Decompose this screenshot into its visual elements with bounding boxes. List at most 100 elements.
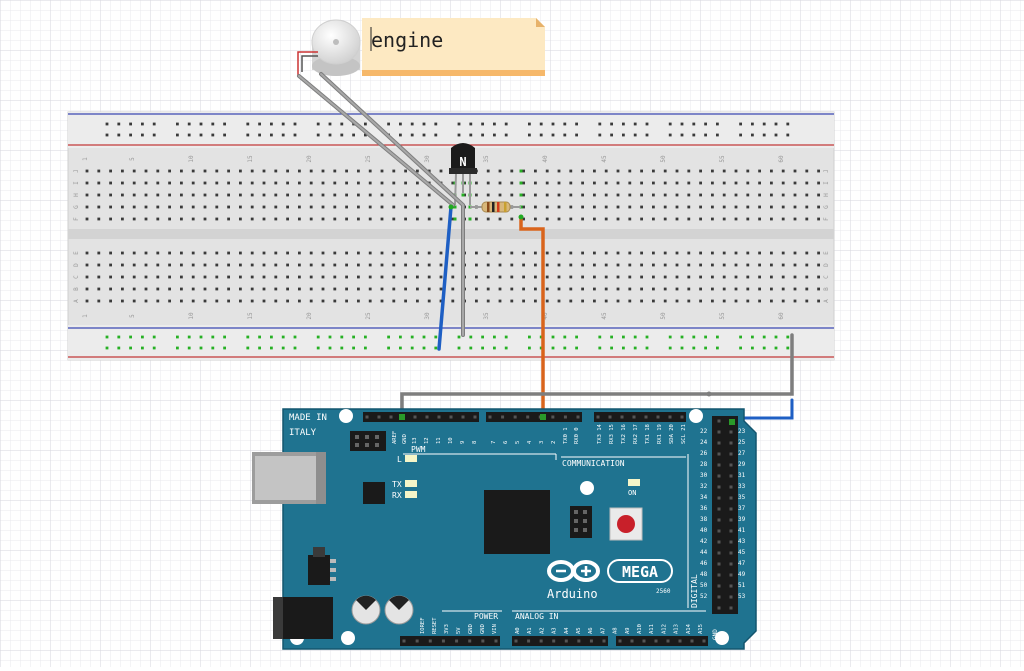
breadboard-hole[interactable]	[180, 251, 183, 255]
breadboard-hole[interactable]	[215, 275, 219, 279]
rail-hole[interactable]	[680, 133, 684, 137]
breadboard-hole[interactable]	[805, 181, 809, 185]
header-pin[interactable]	[618, 639, 622, 643]
breadboard-hole[interactable]	[486, 299, 490, 303]
breadboard-hole[interactable]	[191, 181, 195, 185]
header-pin[interactable]	[729, 474, 733, 478]
header-pin[interactable]	[717, 419, 721, 423]
breadboard-hole[interactable]	[392, 251, 396, 255]
rail-hole[interactable]	[199, 133, 203, 137]
breadboard-hole[interactable]	[628, 217, 632, 221]
breadboard-hole[interactable]	[781, 169, 785, 173]
breadboard-hole[interactable]	[581, 263, 584, 267]
breadboard-hole[interactable]	[722, 299, 726, 303]
breadboard-hole[interactable]	[121, 251, 124, 255]
breadboard-hole[interactable]	[652, 169, 655, 173]
breadboard-hole[interactable]	[711, 275, 714, 279]
breadboard-hole[interactable]	[215, 193, 219, 197]
breadboard-hole[interactable]	[593, 205, 596, 209]
breadboard-hole[interactable]	[333, 181, 337, 185]
rail-hole[interactable]	[774, 335, 778, 339]
breadboard-hole[interactable]	[781, 205, 785, 209]
breadboard-hole[interactable]	[817, 299, 820, 303]
breadboard-hole[interactable]	[85, 287, 89, 291]
breadboard-hole[interactable]	[203, 251, 207, 255]
breadboard-hole[interactable]	[191, 299, 195, 303]
header-pin[interactable]	[729, 573, 733, 577]
breadboard-hole[interactable]	[534, 193, 537, 197]
arduino-mega[interactable]: MADE IN ITALY L TX	[252, 408, 757, 650]
breadboard-hole[interactable]	[85, 217, 89, 221]
breadboard-hole[interactable]	[416, 169, 419, 173]
breadboard-hole[interactable]	[298, 251, 301, 255]
rail-hole[interactable]	[692, 335, 696, 339]
rail-hole[interactable]	[680, 346, 684, 350]
breadboard-hole[interactable]	[581, 275, 584, 279]
header-pin[interactable]	[377, 415, 381, 419]
rail-hole[interactable]	[610, 335, 613, 339]
header-pin[interactable]	[717, 485, 721, 489]
breadboard-hole[interactable]	[262, 193, 266, 197]
header-pin[interactable]	[642, 639, 646, 643]
rail-hole[interactable]	[493, 335, 496, 339]
breadboard-hole[interactable]	[593, 299, 596, 303]
header-pin[interactable]	[539, 639, 543, 643]
breadboard-hole[interactable]	[734, 217, 738, 221]
breadboard-hole[interactable]	[85, 193, 89, 197]
breadboard-hole[interactable]	[663, 217, 667, 221]
breadboard-hole[interactable]	[569, 193, 573, 197]
breadboard-hole[interactable]	[309, 299, 313, 303]
header-pin[interactable]	[729, 540, 733, 544]
rail-hole[interactable]	[211, 133, 215, 137]
breadboard-hole[interactable]	[156, 287, 160, 291]
header-pin[interactable]	[690, 639, 694, 643]
breadboard-hole[interactable]	[132, 299, 136, 303]
breadboard-hole[interactable]	[663, 181, 667, 185]
rail-hole[interactable]	[481, 335, 484, 339]
breadboard-hole[interactable]	[274, 193, 278, 197]
breadboard-hole[interactable]	[545, 205, 549, 209]
rail-hole[interactable]	[117, 133, 121, 137]
breadboard-hole[interactable]	[286, 181, 289, 185]
breadboard-hole[interactable]	[522, 217, 525, 221]
breadboard-hole[interactable]	[380, 181, 384, 185]
breadboard-hole[interactable]	[616, 299, 620, 303]
breadboard-hole[interactable]	[239, 181, 242, 185]
breadboard-hole[interactable]	[663, 251, 667, 255]
breadboard-hole[interactable]	[817, 287, 820, 291]
breadboard-hole[interactable]	[368, 181, 372, 185]
header-pin[interactable]	[608, 415, 612, 419]
header-pin[interactable]	[461, 415, 465, 419]
breadboard-hole[interactable]	[380, 263, 384, 267]
header-pin[interactable]	[564, 639, 568, 643]
breadboard-hole[interactable]	[168, 169, 171, 173]
breadboard-hole[interactable]	[793, 263, 797, 267]
breadboard-hole[interactable]	[309, 193, 313, 197]
rail-hole[interactable]	[539, 346, 543, 350]
breadboard-hole[interactable]	[687, 299, 691, 303]
breadboard-hole[interactable]	[357, 287, 360, 291]
breadboard-hole[interactable]	[132, 275, 136, 279]
rail-hole[interactable]	[152, 346, 156, 350]
breadboard-hole[interactable]	[557, 251, 561, 255]
breadboard-hole[interactable]	[215, 287, 219, 291]
breadboard-hole[interactable]	[168, 217, 171, 221]
breadboard-hole[interactable]	[144, 169, 148, 173]
breadboard-hole[interactable]	[475, 299, 478, 303]
breadboard-hole[interactable]	[392, 205, 396, 209]
breadboard-hole[interactable]	[144, 263, 148, 267]
breadboard-hole[interactable]	[121, 299, 124, 303]
rail-hole[interactable]	[141, 122, 144, 126]
breadboard-hole[interactable]	[451, 217, 455, 221]
breadboard-hole[interactable]	[191, 275, 195, 279]
breadboard-hole[interactable]	[711, 217, 714, 221]
rail-hole[interactable]	[399, 335, 402, 339]
breadboard-hole[interactable]	[309, 181, 313, 185]
breadboard-hole[interactable]	[368, 263, 372, 267]
rail-hole[interactable]	[551, 133, 555, 137]
breadboard-hole[interactable]	[593, 193, 596, 197]
breadboard-hole[interactable]	[439, 169, 443, 173]
header-pin[interactable]	[481, 639, 485, 643]
breadboard-hole[interactable]	[652, 193, 655, 197]
rail-hole[interactable]	[211, 122, 215, 126]
